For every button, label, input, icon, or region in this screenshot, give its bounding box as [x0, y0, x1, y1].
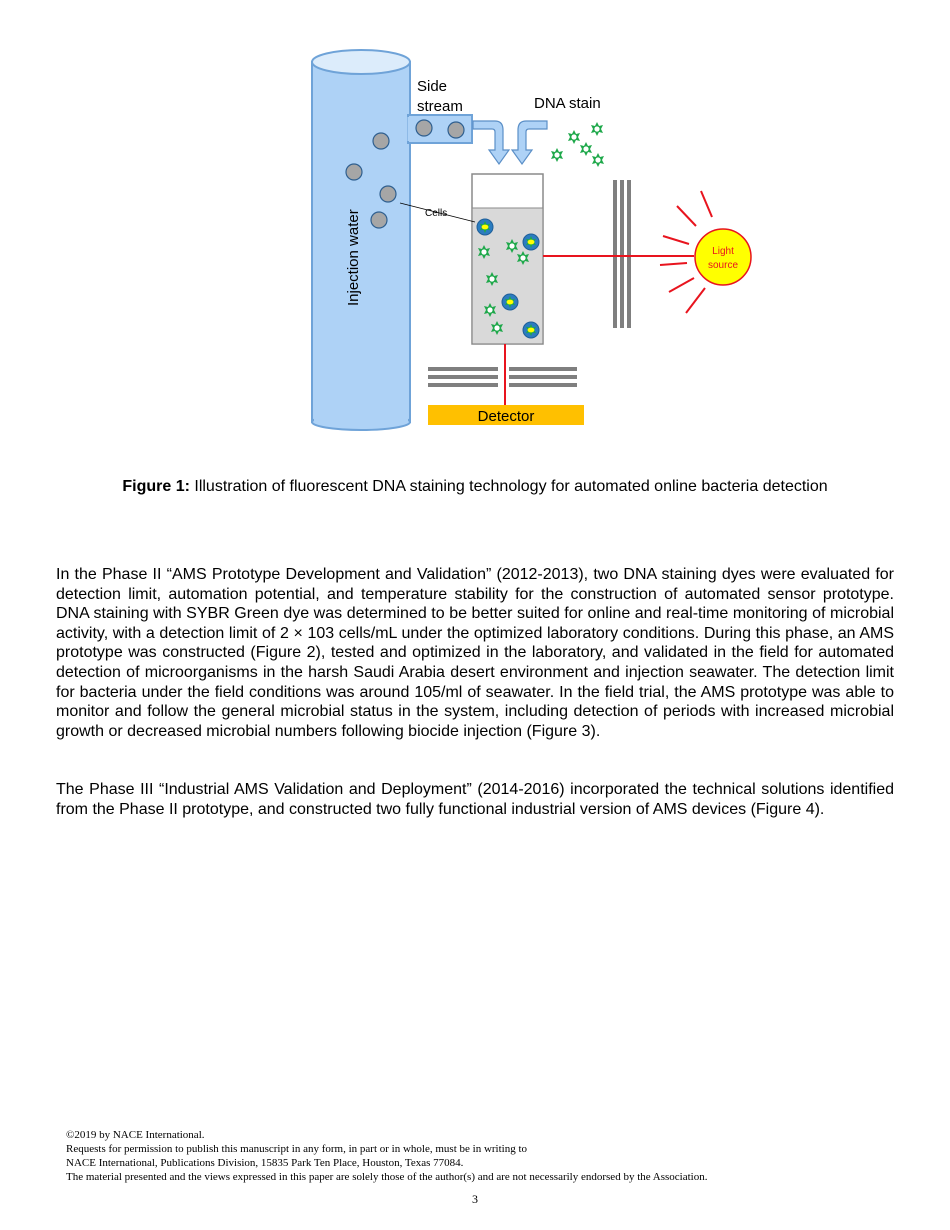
injection-water-pipe [311, 49, 411, 431]
dna-stain-label: DNA stain [534, 95, 601, 112]
copyright-footer: ©2019 by NACE International. Requests fo… [66, 1128, 707, 1184]
side-stream-label: Side [417, 78, 447, 95]
page-number: 3 [472, 1192, 478, 1206]
body-paragraph-1: In the Phase II “AMS Prototype Developme… [56, 566, 894, 740]
footer-line-1: ©2019 by NACE International. [66, 1129, 205, 1141]
light-rays [659, 190, 713, 314]
unstained-cells [345, 132, 397, 229]
excitation-filter [613, 180, 631, 328]
footer-line-3: NACE International, Publications Divisio… [66, 1157, 464, 1169]
figure-caption: Figure 1: Illustration of fluorescent DN… [0, 478, 950, 496]
body-paragraph-2: The Phase III “Industrial AMS Validation… [56, 781, 894, 818]
side-stream-label-2: stream [417, 98, 463, 115]
light-source-label-2: source [708, 260, 738, 271]
side-stream-pipe [407, 114, 473, 144]
injection-water-label: Injection water [345, 209, 362, 306]
light-source-label: Light [712, 246, 734, 257]
dna-stain-molecules [551, 122, 604, 167]
sample-cuvette [471, 173, 544, 345]
detector-label: Detector [478, 408, 535, 425]
figure-caption-text: Illustration of fluorescent DNA staining… [189, 478, 828, 495]
footer-line-4: The material presented and the views exp… [66, 1171, 708, 1183]
dna-staining-figure: Side stream DNA stain Injection water Ce… [300, 40, 760, 440]
footer-line-2: Requests for permission to publish this … [66, 1143, 528, 1155]
cells-label: Cells [425, 208, 447, 219]
cells-leader-line [399, 202, 476, 223]
flow-arrows [472, 120, 548, 166]
light-source [694, 228, 752, 286]
emission-filter [428, 367, 577, 387]
figure-caption-label: Figure 1: [122, 478, 190, 495]
detector [428, 405, 584, 425]
